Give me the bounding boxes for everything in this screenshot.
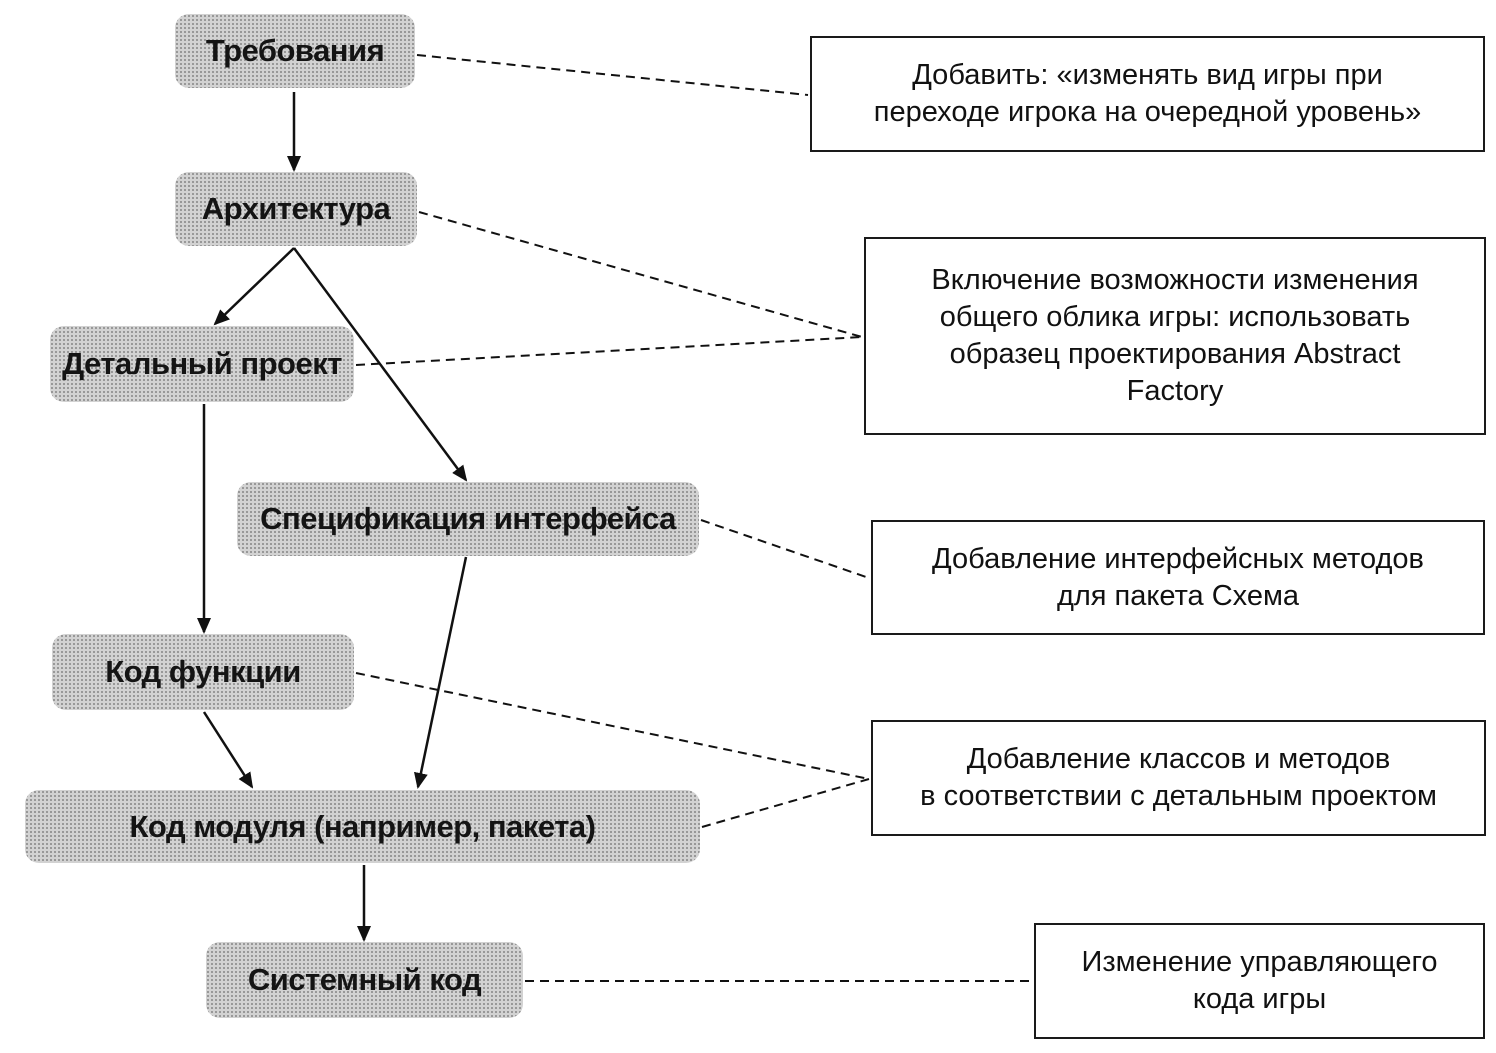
note-architecture-line-3: образец проектирования Abstract bbox=[949, 338, 1401, 370]
dashed-link-module-code-note bbox=[701, 778, 870, 828]
note-interface-line-2: для пакета Схема bbox=[1056, 579, 1300, 612]
dashed-link-requirements-note bbox=[416, 54, 809, 96]
note-requirements: Добавить: «изменять вид игры при переход… bbox=[810, 36, 1485, 152]
note-requirements-line-1: Добавить: «изменять вид игры при bbox=[912, 59, 1383, 91]
note-architecture-line-1: Включение возможности изменения bbox=[931, 264, 1419, 296]
note-architecture-line-2: общего облика игры: использовать bbox=[939, 301, 1411, 333]
stage-architecture: Архитектура bbox=[175, 172, 417, 246]
note-architecture: Включение возможности изменения общего о… bbox=[864, 237, 1486, 435]
arrow-interface-spec-to-module-code bbox=[414, 556, 468, 789]
note-system-line-2: кода игры bbox=[1192, 983, 1327, 1015]
stage-interface-spec: Спецификация интерфейса bbox=[237, 482, 699, 556]
note-requirements-line-2: переходе игрока на очередной уровень» bbox=[873, 96, 1422, 128]
arrow-architecture-to-interface-spec bbox=[292, 247, 468, 482]
note-system-line-1: Изменение управляющего bbox=[1081, 946, 1438, 978]
stage-function-code: Код функции bbox=[52, 634, 354, 710]
arrow-architecture-to-detailed-design bbox=[213, 247, 295, 326]
note-interface-line-1: Добавление интерфейсных методов bbox=[932, 542, 1424, 575]
note-architecture-line-4: Factory bbox=[1126, 375, 1224, 407]
dashed-link-interface-spec-note bbox=[700, 519, 870, 579]
note-interface: Добавление интерфейсных методов для паке… bbox=[871, 520, 1485, 635]
note-module: Добавление классов и методов в соответст… bbox=[871, 720, 1486, 836]
dashed-link-function-code-note bbox=[355, 672, 870, 780]
note-module-line-2: в соответствии с детальным проектом bbox=[920, 780, 1437, 812]
stage-module-code: Код модуля (например, пакета) bbox=[25, 790, 700, 863]
note-module-line-1: Добавление классов и методов bbox=[966, 743, 1391, 775]
note-system: Изменение управляющего кода игры bbox=[1034, 923, 1485, 1039]
arrow-function-code-to-module-code bbox=[202, 711, 254, 789]
dashed-link-detailed-design-note bbox=[355, 336, 863, 366]
stage-detailed-design: Детальный проект bbox=[50, 326, 354, 402]
stage-requirements: Требования bbox=[175, 14, 415, 88]
dashed-link-architecture-note bbox=[418, 211, 863, 338]
stage-system-code: Системный код bbox=[206, 942, 523, 1018]
